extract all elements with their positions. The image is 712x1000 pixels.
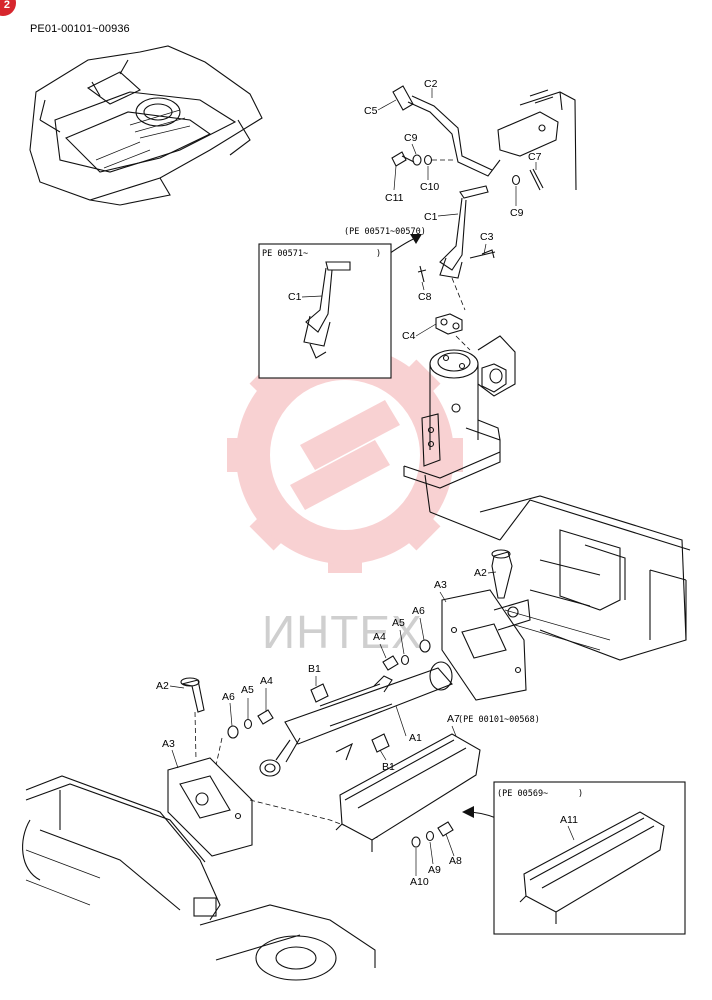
inset-box-c1-variant — [258, 243, 392, 379]
label-c11: C11 — [385, 192, 404, 204]
inset2-serial: (PE 00569~ — [497, 789, 548, 799]
hydraulic-cylinder-a1 — [259, 661, 453, 777]
document-code: PE01-00101~00936 — [30, 23, 130, 35]
main-frame-left — [22, 775, 376, 981]
label-c9-right: C9 — [510, 207, 524, 219]
label-b1-bottom: B1 — [382, 761, 395, 773]
label-a1: A1 — [409, 732, 422, 744]
inset1-label-c1: C1 — [288, 291, 302, 303]
label-c9: C9 — [404, 132, 418, 144]
inset1-serial: PE 00571~ — [262, 249, 308, 259]
page-number: 2 — [3, 0, 10, 11]
callout-labels: C2 C5 C9 C10 C11 C7 C9 C1 C3 C8 C4 (PE 0… — [156, 78, 583, 888]
label-serial-c1: (PE 00571~00570) — [344, 227, 426, 237]
label-a10: A10 — [410, 876, 429, 888]
machine-overview-illustration — [29, 45, 263, 206]
label-a7: A7 — [447, 713, 460, 725]
cover-a7 — [335, 733, 481, 852]
lever-linkage-group — [391, 85, 577, 541]
label-b1-top: B1 — [308, 663, 321, 675]
label-c3: C3 — [480, 231, 494, 243]
label-a2-left: A2 — [156, 680, 169, 692]
inset2-label-a11: A11 — [560, 814, 578, 826]
inset-box-a11-variant — [493, 781, 686, 935]
label-c2: C2 — [424, 78, 438, 90]
label-a4-right: A4 — [373, 631, 386, 643]
label-a4-left: A4 — [260, 675, 273, 687]
label-a6-right: A6 — [412, 605, 425, 617]
label-c5: C5 — [364, 105, 378, 117]
label-a8: A8 — [449, 855, 462, 867]
label-a3-left: A3 — [162, 738, 175, 750]
inset2-close: ) — [578, 789, 583, 799]
part-c5 — [392, 85, 414, 111]
left-mount-group — [167, 677, 379, 857]
watermark-text: ИНТЕХ — [262, 606, 423, 658]
inset1-close: ) — [376, 249, 381, 259]
label-c10: C10 — [420, 181, 439, 193]
label-c1: C1 — [424, 211, 438, 223]
label-a7-serial: (PE 00101~00568) — [458, 715, 540, 725]
label-a6-left: A6 — [222, 691, 235, 703]
label-c7: C7 — [528, 151, 542, 163]
leader-lines — [169, 88, 575, 876]
label-c4: C4 — [402, 330, 416, 342]
main-frame-right — [382, 495, 691, 701]
label-c8: C8 — [418, 291, 432, 303]
label-a9: A9 — [428, 864, 441, 876]
page-number-badge: 2 — [0, 0, 16, 16]
label-a5-right: A5 — [392, 617, 405, 629]
label-a5-left: A5 — [241, 684, 254, 696]
label-a3-right: A3 — [434, 579, 447, 591]
label-a2-right: A2 — [474, 567, 487, 579]
